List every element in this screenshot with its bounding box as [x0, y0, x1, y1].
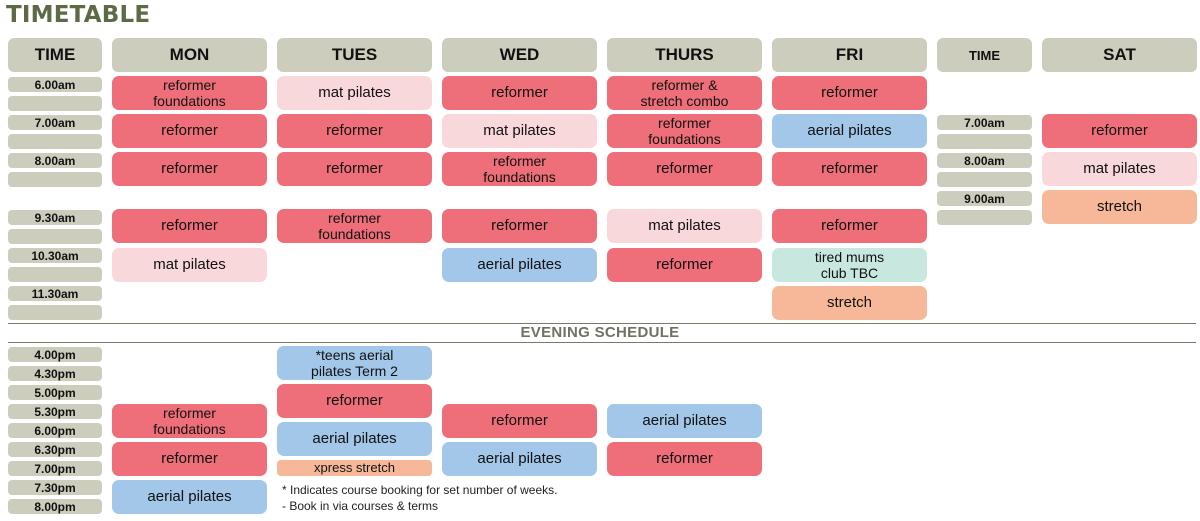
time-cell: 11.30am	[8, 286, 102, 301]
evening-class-tues[interactable]: reformer	[277, 384, 432, 418]
evening-class-thurs[interactable]: reformer	[607, 442, 762, 476]
course-booking-note: * Indicates course booking for set numbe…	[282, 483, 558, 497]
evening-divider-top	[8, 323, 1196, 324]
class-block-sat[interactable]: reformer	[1042, 114, 1197, 148]
sat-time-cell: 7.00am	[937, 115, 1032, 130]
evening-time-cell: 5.30pm	[8, 404, 102, 419]
time-cell	[8, 229, 102, 244]
evening-class-tues[interactable]: aerial pilates	[277, 422, 432, 456]
time-cell: 6.00am	[8, 77, 102, 92]
evening-time-cell: 6.00pm	[8, 423, 102, 438]
evening-class-mon[interactable]: aerial pilates	[112, 480, 267, 514]
class-block-wed[interactable]: mat pilates	[442, 114, 597, 148]
class-block-sat[interactable]: mat pilates	[1042, 152, 1197, 186]
book-in-note: - Book in via courses & terms	[282, 499, 439, 513]
header-fri: FRI	[772, 38, 927, 72]
class-block-mon[interactable]: reformer	[112, 209, 267, 243]
evening-class-tues[interactable]: *teens aerial pilates Term 2	[277, 346, 432, 380]
time-cell	[8, 267, 102, 282]
class-block-tues[interactable]: reformer foundations	[277, 209, 432, 243]
header-sat: SAT	[1042, 38, 1197, 72]
evening-schedule-title: EVENING SCHEDULE	[520, 324, 680, 341]
class-block-wed[interactable]: aerial pilates	[442, 248, 597, 282]
time-cell	[8, 96, 102, 111]
class-block-wed[interactable]: reformer	[442, 76, 597, 110]
evening-time-cell: 5.00pm	[8, 385, 102, 400]
class-block-tues[interactable]: reformer	[277, 114, 432, 148]
time-cell: 7.00am	[8, 115, 102, 130]
class-block-wed[interactable]: reformer foundations	[442, 152, 597, 186]
time-cell	[8, 172, 102, 187]
header-time-sat: TIME	[937, 38, 1032, 72]
class-block-mon[interactable]: reformer	[112, 152, 267, 186]
class-block-fri[interactable]: reformer	[772, 152, 927, 186]
class-block-mon[interactable]: mat pilates	[112, 248, 267, 282]
time-cell	[8, 134, 102, 149]
evening-class-thurs[interactable]: aerial pilates	[607, 404, 762, 438]
class-block-sat[interactable]: stretch	[1042, 190, 1197, 224]
class-block-thurs[interactable]: reformer foundations	[607, 114, 762, 148]
header-tues: TUES	[277, 38, 432, 72]
class-block-mon[interactable]: reformer foundations	[112, 76, 267, 110]
page-title: TIMETABLE	[6, 2, 151, 28]
class-block-mon[interactable]: reformer	[112, 114, 267, 148]
header-time: TIME	[8, 38, 102, 72]
class-block-thurs[interactable]: reformer	[607, 152, 762, 186]
time-cell: 10.30am	[8, 248, 102, 263]
class-block-fri[interactable]: reformer	[772, 209, 927, 243]
class-block-fri[interactable]: tired mums club TBC	[772, 248, 927, 282]
evening-class-wed[interactable]: reformer	[442, 404, 597, 438]
class-block-fri[interactable]: stretch	[772, 286, 927, 320]
evening-divider-bottom	[8, 342, 1196, 343]
class-block-thurs[interactable]: reformer	[607, 248, 762, 282]
class-block-tues[interactable]: reformer	[277, 152, 432, 186]
time-cell: 8.00am	[8, 153, 102, 168]
evening-time-cell: 4.30pm	[8, 366, 102, 381]
class-block-fri[interactable]: aerial pilates	[772, 114, 927, 148]
evening-class-mon[interactable]: reformer	[112, 442, 267, 476]
header-thurs: THURS	[607, 38, 762, 72]
evening-time-cell: 4.00pm	[8, 347, 102, 362]
time-cell: 9.30am	[8, 210, 102, 225]
class-block-thurs[interactable]: mat pilates	[607, 209, 762, 243]
sat-time-cell	[937, 210, 1032, 225]
class-block-fri[interactable]: reformer	[772, 76, 927, 110]
sat-time-cell	[937, 172, 1032, 187]
sat-time-cell: 8.00am	[937, 153, 1032, 168]
header-wed: WED	[442, 38, 597, 72]
sat-time-cell	[937, 134, 1032, 149]
header-mon: MON	[112, 38, 267, 72]
sat-time-cell: 9.00am	[937, 191, 1032, 206]
evening-class-tues[interactable]: xpress stretch	[277, 460, 432, 476]
evening-time-cell: 7.00pm	[8, 461, 102, 476]
evening-class-wed[interactable]: aerial pilates	[442, 442, 597, 476]
evening-time-cell: 8.00pm	[8, 499, 102, 514]
class-block-tues[interactable]: mat pilates	[277, 76, 432, 110]
evening-time-cell: 6.30pm	[8, 442, 102, 457]
class-block-thurs[interactable]: reformer & stretch combo	[607, 76, 762, 110]
time-cell	[8, 305, 102, 320]
evening-class-mon[interactable]: reformer foundations	[112, 404, 267, 438]
class-block-wed[interactable]: reformer	[442, 209, 597, 243]
evening-time-cell: 7.30pm	[8, 480, 102, 495]
